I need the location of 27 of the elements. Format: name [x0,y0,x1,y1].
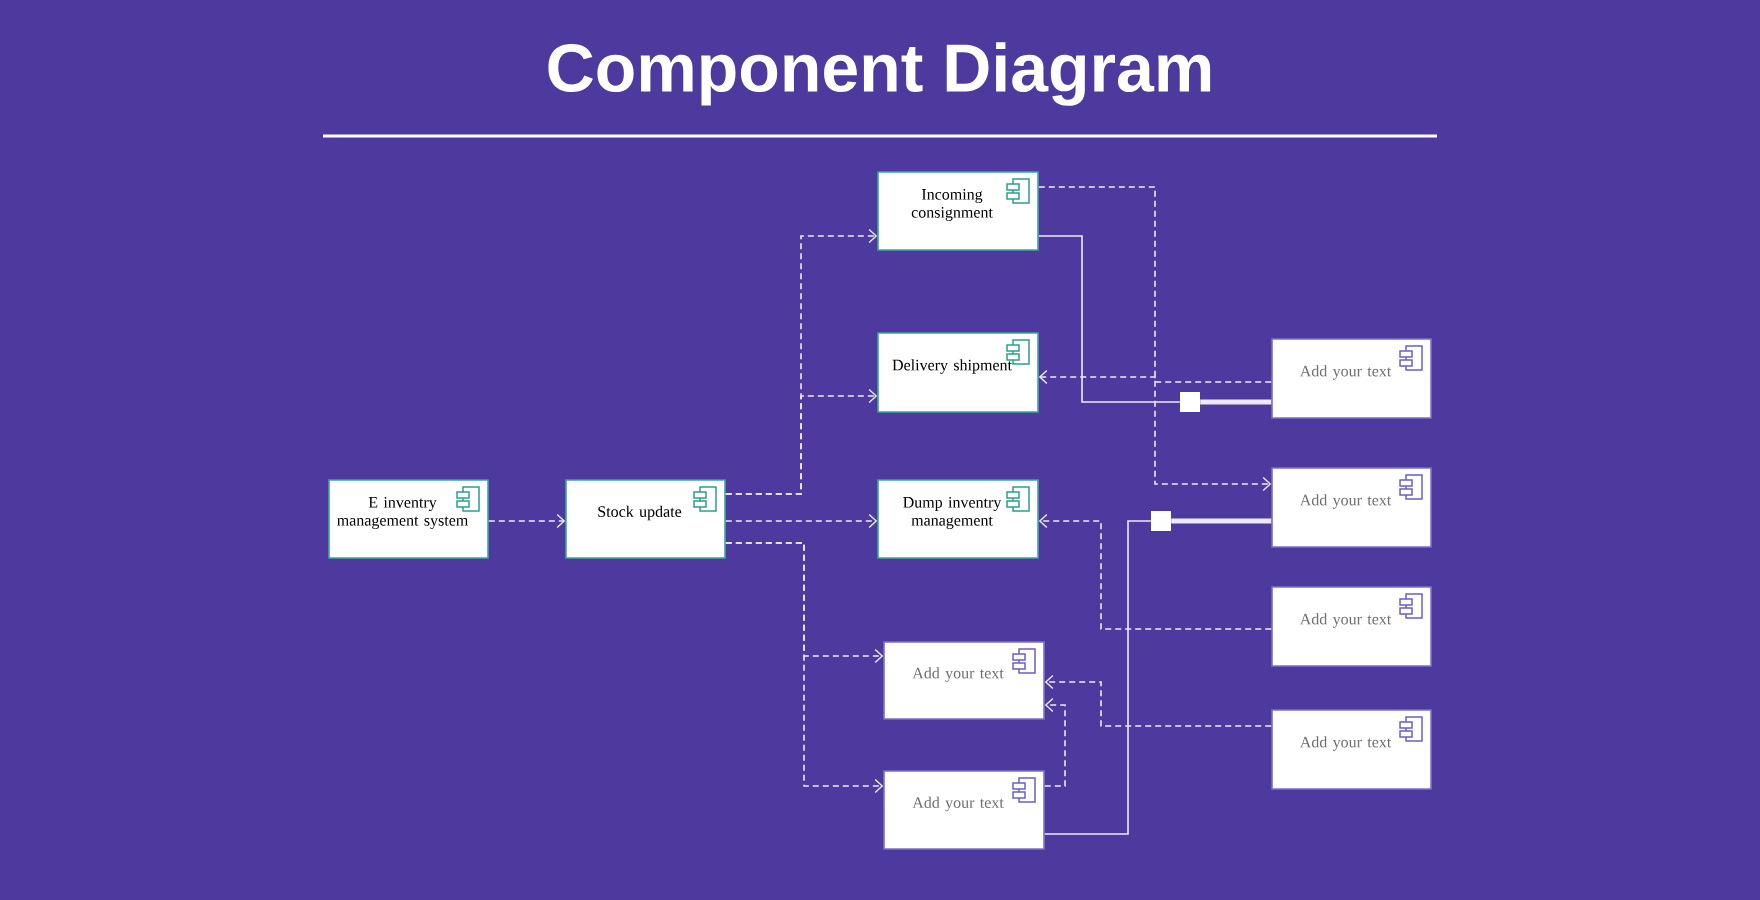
component-box: Dump inventry management [877,479,1039,559]
connector [1044,520,1152,835]
arrow [488,513,566,529]
arrow [1038,369,1272,385]
arrow [1038,513,1272,630]
arrow [1044,697,1066,787]
component-box: E inventry management system [328,479,489,559]
component-box: Add your text [1271,338,1432,419]
component-box: Incoming consignment [877,171,1039,251]
component-box: Delivery shipment [877,332,1039,413]
connector [1200,399,1272,405]
connector [1171,518,1272,524]
connector [1038,235,1181,403]
arrow [1044,674,1272,727]
port-square [1151,511,1171,531]
arrow [1038,186,1272,492]
arrow [725,542,884,794]
component-box: Add your text [883,770,1045,850]
arrow [725,388,878,495]
component-box: Add your text [883,641,1045,720]
port-square [1180,392,1200,412]
arrow [725,513,878,529]
component-box: Stock update [565,479,726,559]
component-box: Add your text [1271,467,1432,548]
title: Component Diagram [548,42,1211,106]
component-box: Add your text [1271,586,1432,667]
component-box: Add your text [1271,709,1432,790]
